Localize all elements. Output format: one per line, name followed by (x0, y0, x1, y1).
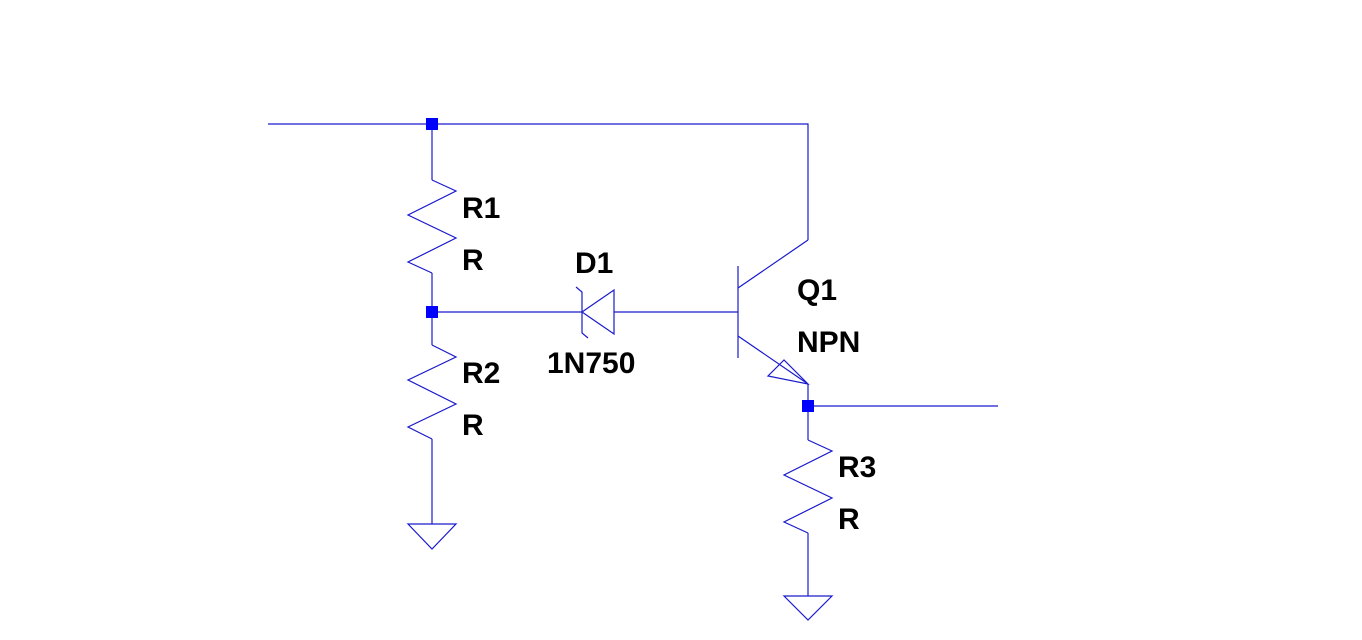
d1-value-label: 1N750 (547, 347, 635, 380)
junction-emitter (802, 400, 814, 412)
r1-value-label: R (462, 244, 484, 277)
ground-symbol-right (782, 595, 834, 621)
resistor-r2[interactable] (406, 312, 458, 524)
resistor-r3[interactable] (782, 406, 834, 596)
q1-ref-label: Q1 (797, 274, 837, 307)
r3-ref-label: R3 (838, 451, 876, 484)
r2-ref-label: R2 (462, 357, 500, 390)
d1-ref-label: D1 (575, 247, 613, 280)
top-rail-wire (268, 123, 809, 240)
junction-divider (426, 306, 438, 318)
ground-symbol-left (406, 523, 458, 550)
q1-value-label: NPN (797, 326, 860, 359)
r2-value-label: R (462, 409, 484, 442)
r1-ref-label: R1 (462, 192, 500, 225)
npn-transistor-q1[interactable] (737, 239, 810, 406)
zener-diode-d1[interactable] (575, 286, 615, 339)
r3-value-label: R (838, 503, 860, 536)
resistor-r1[interactable] (406, 124, 458, 312)
junction-top-rail (426, 118, 438, 130)
